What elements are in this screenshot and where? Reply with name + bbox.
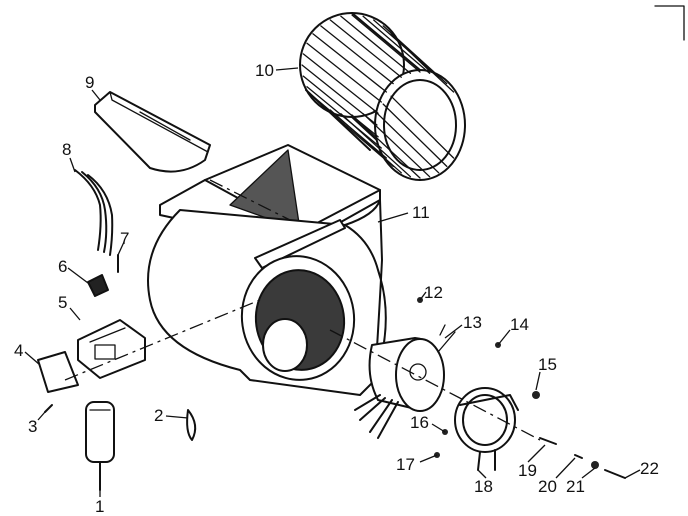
wheel-vane xyxy=(351,14,421,73)
callout-18: 18 xyxy=(474,477,493,496)
callout-9: 9 xyxy=(85,73,94,92)
part-box-cover xyxy=(37,351,79,393)
callout-5: 5 xyxy=(58,293,67,312)
part-blower-housing xyxy=(147,144,387,396)
wheel-vane xyxy=(301,64,378,126)
wheel-vane xyxy=(312,33,388,93)
callout-1: 1 xyxy=(95,497,104,516)
wheel-vane xyxy=(306,42,382,103)
corner-mark xyxy=(654,5,685,41)
callout-12: 12 xyxy=(424,283,443,302)
part-spring-clip xyxy=(186,409,197,441)
part-motor xyxy=(354,324,456,439)
callout-11: 11 xyxy=(412,203,430,222)
callout-19: 19 xyxy=(518,461,537,480)
wheel-vane xyxy=(362,113,431,178)
part-terminal-box xyxy=(77,319,146,379)
callout-15: 15 xyxy=(538,355,557,374)
callout-17: 17 xyxy=(396,455,415,474)
callout-labels: 9 10 11 8 7 6 5 4 3 2 1 12 13 14 15 16 1… xyxy=(14,61,659,516)
wheel-vane xyxy=(382,103,448,168)
callout-3: 3 xyxy=(28,417,37,436)
wheel-vane xyxy=(302,53,379,114)
callout-6: 6 xyxy=(58,257,67,276)
wheel-vane xyxy=(329,19,402,78)
wheel-vane xyxy=(320,103,394,168)
wheel-vane xyxy=(340,15,412,74)
callout-10: 10 xyxy=(255,61,274,80)
callout-2: 2 xyxy=(154,406,163,425)
wheel-vane xyxy=(373,109,440,174)
part-fastener xyxy=(44,404,53,413)
part-cover-plate xyxy=(94,91,211,173)
wheel-vane xyxy=(312,95,388,159)
part-capacitor xyxy=(85,401,115,491)
part-blower-wheel xyxy=(299,12,466,181)
callout-13: 13 xyxy=(463,313,482,332)
part-motor-mount xyxy=(454,387,519,471)
wheel-vane xyxy=(390,33,455,93)
callout-14: 14 xyxy=(510,315,529,334)
callout-7: 7 xyxy=(120,229,129,248)
wheel-vane xyxy=(390,95,455,159)
part-clip xyxy=(87,274,109,297)
callout-20: 20 xyxy=(538,477,557,496)
wheel-vane xyxy=(302,75,379,138)
part-wire-harness xyxy=(74,169,114,256)
callout-22: 22 xyxy=(640,459,659,478)
wheel-vane xyxy=(320,25,394,85)
callout-8: 8 xyxy=(62,140,71,159)
assembly-centerlines xyxy=(64,179,541,441)
wheel-vane xyxy=(306,86,382,149)
wheel-vane xyxy=(362,15,431,74)
callout-21: 21 xyxy=(566,477,585,496)
callout-16: 16 xyxy=(410,413,429,432)
callout-4: 4 xyxy=(14,341,23,360)
